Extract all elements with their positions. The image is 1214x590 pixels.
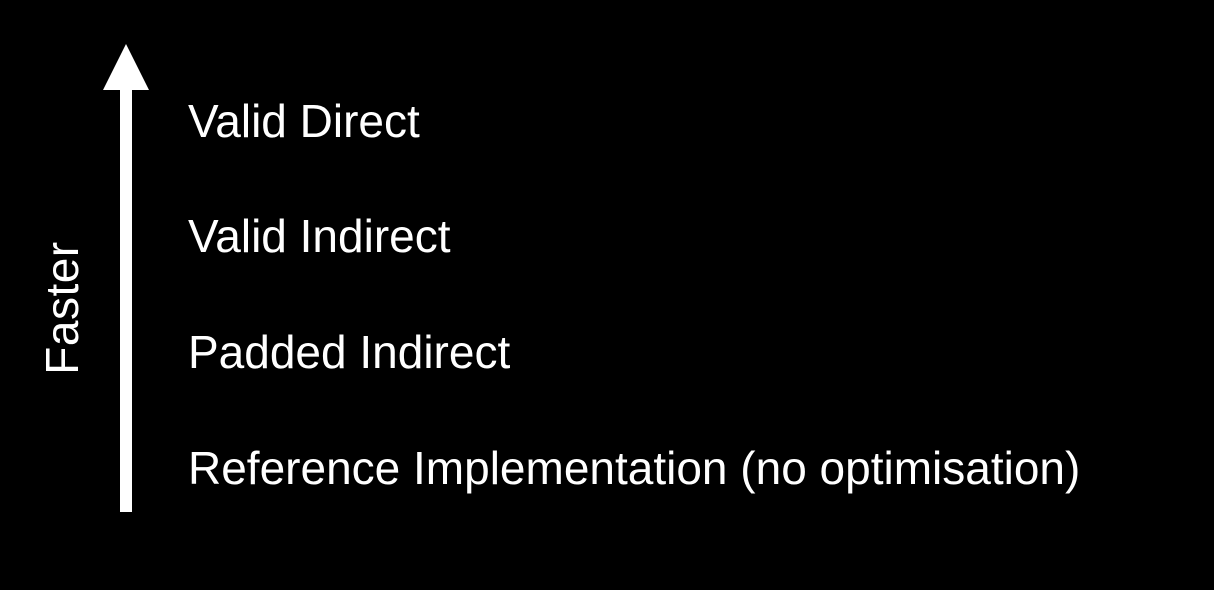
level-list: Valid Direct Valid Indirect Padded Indir… [188,0,1198,590]
level-valid-indirect: Valid Indirect [188,210,451,262]
level-reference-implementation: Reference Implementation (no optimisatio… [188,442,1081,494]
axis-label: Faster [36,241,88,375]
level-padded-indirect: Padded Indirect [188,326,511,378]
arrow-shaft [120,86,132,512]
level-valid-direct: Valid Direct [188,95,420,147]
up-arrow-icon [103,44,149,90]
